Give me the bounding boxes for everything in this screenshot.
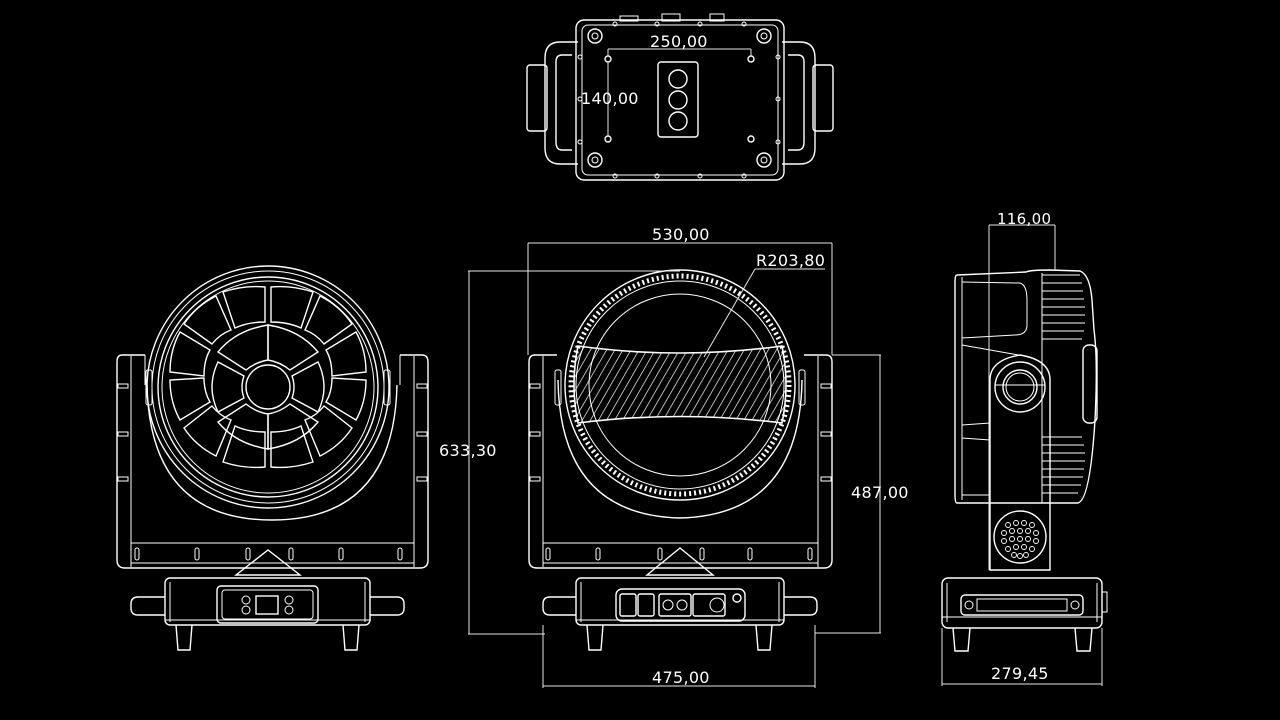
dimension-label-yoke-height: 487,00	[851, 483, 909, 502]
dimension-label-top-width: 250,00	[650, 32, 708, 51]
dimension-label-head-radius: R203,80	[756, 251, 826, 270]
dimension-label-side-base-depth: 279,45	[991, 664, 1049, 683]
dimension-label-overall-height: 633,30	[439, 441, 497, 460]
side-view	[941, 224, 1108, 686]
dimension-label-top-height: 140,00	[581, 89, 639, 108]
dimension-label-base-width: 475,00	[652, 668, 710, 687]
rear-view	[468, 242, 881, 688]
dimension-label-overall-width: 530,00	[652, 225, 710, 244]
front-view	[116, 265, 429, 651]
top-view	[526, 13, 834, 181]
dimension-label-side-head-depth: 116,00	[997, 210, 1052, 228]
